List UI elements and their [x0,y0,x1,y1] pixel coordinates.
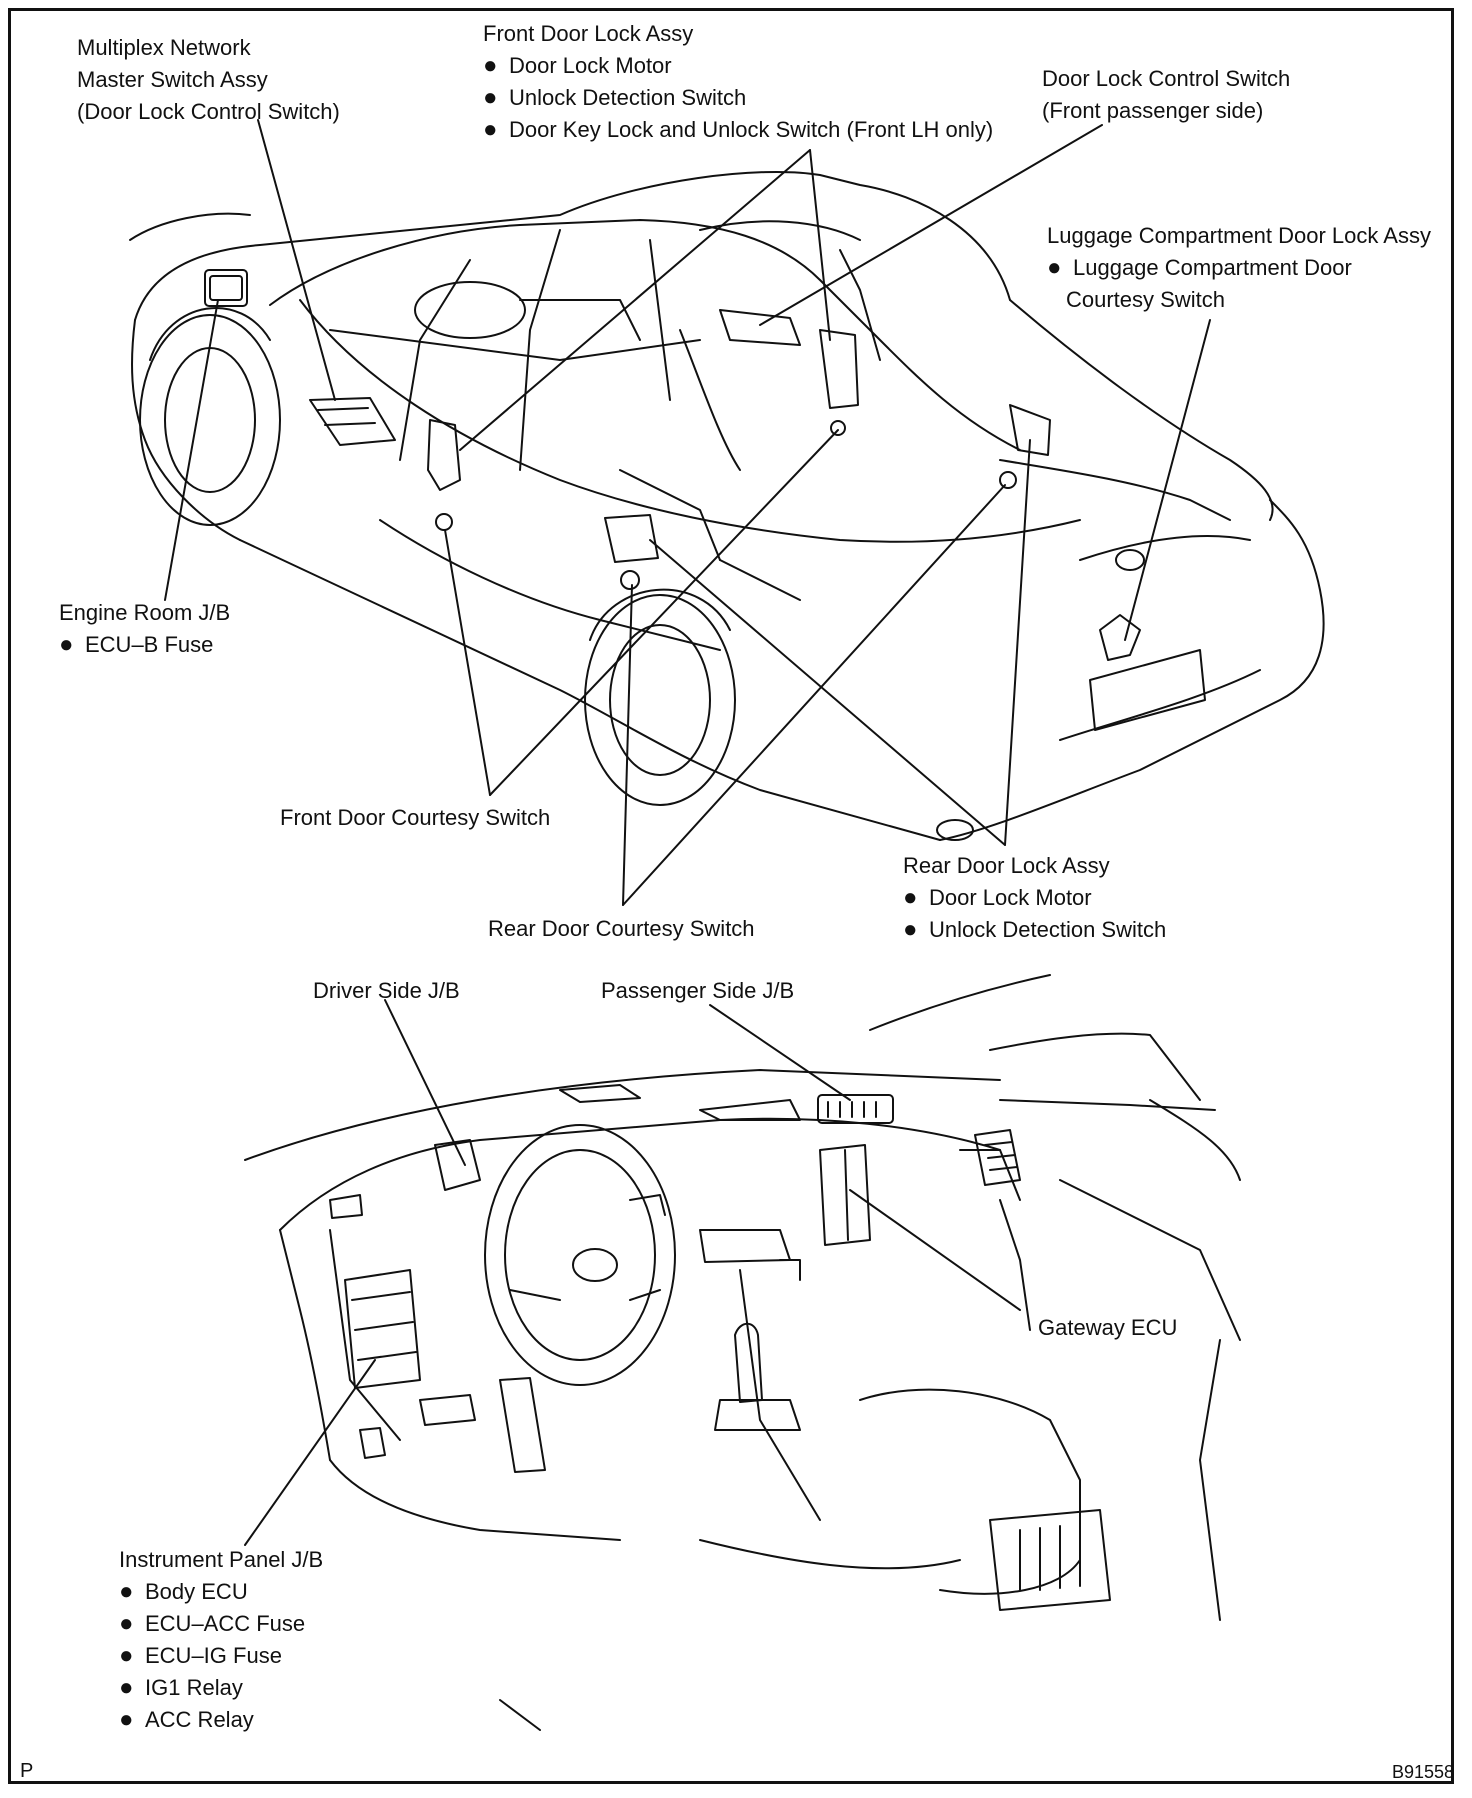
component-engine-room-jb [204,269,248,307]
label-luggage-compartment: Luggage Compartment Door Lock Assy Lugga… [1047,220,1431,316]
diagram-frame [8,8,1454,1784]
car-interior-upper [329,220,861,601]
label-title: Luggage Compartment Door Lock Assy [1047,223,1431,248]
label-line: Multiplex Network [77,35,251,60]
footer-figure-id: B91558 [1392,1762,1455,1782]
component-master-switch [309,397,396,446]
component-front-door-lock-left [427,419,461,531]
label-gateway-ecu: Gateway ECU [1038,1315,1178,1340]
label-title: Rear Door Lock Assy [903,853,1110,878]
dashboard-outline [244,974,1241,1731]
bullet-item: Door Lock Motor [903,882,1166,914]
label-rear-door-courtesy-switch: Rear Door Courtesy Switch [488,916,755,941]
label-instrument-panel-jb: Instrument Panel J/B Body ECU ECU–ACC Fu… [119,1544,323,1736]
bullet-item: ECU–B Fuse [59,629,230,661]
component-rear-door-lock-left [604,514,659,590]
car-body-outline [129,171,1325,841]
label-line: (Front passenger side) [1042,98,1264,123]
leader-lines-upper [164,119,1211,906]
bullet-item: ACC Relay [119,1704,323,1736]
component-rear-door-lock-right [999,404,1051,489]
label-title: Instrument Panel J/B [119,1547,324,1572]
label-line: Master Switch Assy [77,67,268,92]
component-luggage-lock [1099,614,1141,661]
car-wheels [139,306,974,841]
bullet-item: Luggage Compartment Door [1047,252,1431,284]
label-title: Front Door Lock Assy [483,21,694,46]
label-passenger-side-jb: Passenger Side J/B [601,978,795,1003]
component-door-lock-control-switch [719,309,801,346]
leader-lines-lower [244,999,1021,1546]
component-instrument-panel-jb [344,1269,421,1389]
label-rear-door-lock-assy: Rear Door Lock Assy Door Lock Motor Unlo… [903,850,1166,946]
bullet-item: Body ECU [119,1576,323,1608]
component-driver-side-jb [434,1139,481,1191]
label-front-door-lock-assy: Front Door Lock Assy Door Lock Motor Unl… [483,18,993,146]
component-front-door-lock-right [819,329,859,436]
bullet-item: Unlock Detection Switch [903,914,1166,946]
label-line: Door Lock Control Switch [1042,66,1291,91]
gear-shifter [714,1322,801,1431]
label-line: Courtesy Switch [1066,287,1225,312]
label-line: (Door Lock Control Switch) [77,99,340,124]
label-engine-room-jb: Engine Room J/B ECU–B Fuse [59,597,230,661]
pedals [359,1377,546,1473]
bullet-item: ECU–ACC Fuse [119,1608,323,1640]
bullet-item: IG1 Relay [119,1672,323,1704]
bullet-item: Unlock Detection Switch [483,82,993,114]
label-driver-side-jb: Driver Side J/B [313,978,460,1003]
bullet-item: Door Lock Motor [483,50,993,82]
steering-wheel [484,1124,676,1386]
label-title: Engine Room J/B [59,600,231,625]
bullet-item: Door Key Lock and Unlock Switch (Front L… [483,114,993,146]
footer-page-code: P [20,1760,34,1782]
label-door-lock-control-switch: Door Lock Control Switch (Front passenge… [1042,63,1290,127]
component-gateway-ecu [819,1144,871,1246]
label-front-door-courtesy-switch: Front Door Courtesy Switch [280,805,551,830]
bullet-item: ECU–IG Fuse [119,1640,323,1672]
label-multiplex-network: Multiplex Network Master Switch Assy (Do… [77,32,340,128]
component-passenger-side-jb [817,1094,894,1124]
